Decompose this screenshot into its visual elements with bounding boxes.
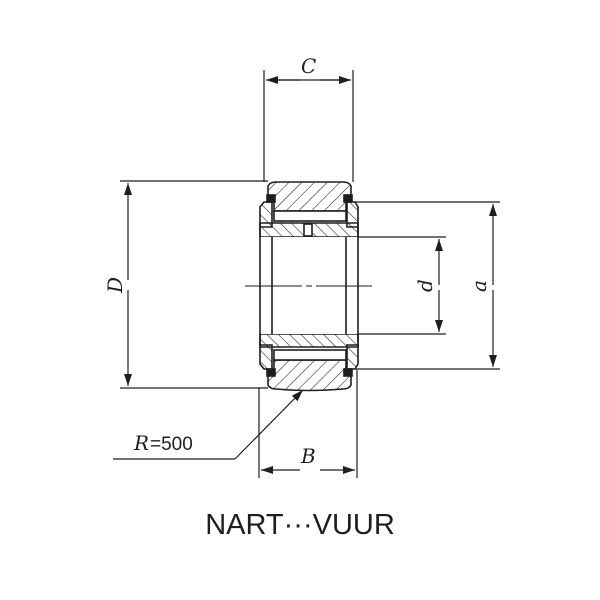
- label-b: B: [300, 444, 316, 468]
- bearing-section: [259, 181, 359, 392]
- dimension-d-inner: [355, 236, 446, 335]
- label-r-value: =500: [150, 434, 193, 455]
- dimension-d-outer: [120, 180, 268, 389]
- label-r: R: [133, 431, 149, 455]
- label-d-inner: d: [413, 279, 437, 292]
- radius-leader: [113, 389, 304, 460]
- label-c: C: [301, 54, 316, 78]
- dimension-a: [355, 201, 500, 370]
- label-d-outer: D: [103, 277, 127, 294]
- label-a: a: [467, 280, 491, 292]
- dimension-b: [258, 370, 358, 478]
- dimension-c: [263, 70, 354, 182]
- diagram-title: NART···VUUR: [205, 509, 395, 541]
